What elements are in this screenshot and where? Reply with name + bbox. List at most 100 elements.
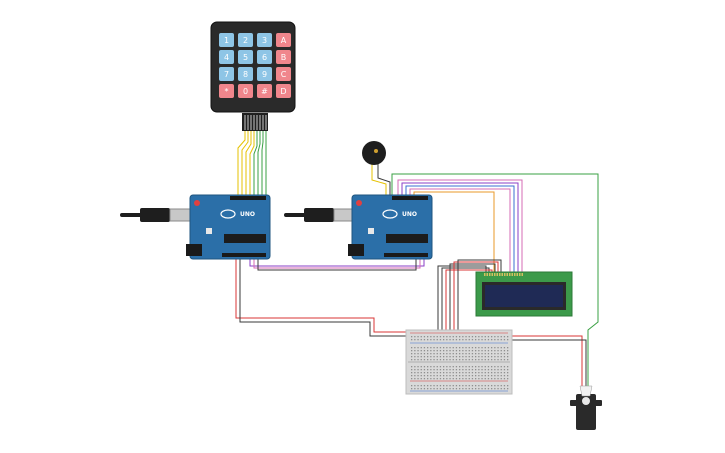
breadboard-hole xyxy=(427,385,429,387)
breadboard-hole xyxy=(478,353,480,355)
breadboard-hole xyxy=(503,359,506,361)
arduino-uno-left[interactable]: UNO xyxy=(186,194,271,260)
breadboard-hole xyxy=(491,366,493,368)
breadboard-hole xyxy=(452,388,454,390)
buzzer-body xyxy=(362,141,386,165)
breadboard-hole xyxy=(414,385,416,387)
breadboard-hole xyxy=(420,388,422,390)
breadboard-hole xyxy=(500,372,502,374)
keypad-key-7[interactable]: 7 xyxy=(219,67,234,81)
breadboard-hole xyxy=(439,375,442,377)
breadboard-hole xyxy=(455,378,458,380)
keypad-key-3[interactable]: 3 xyxy=(257,33,272,47)
breadboard-hole xyxy=(471,388,474,390)
breadboard-hole xyxy=(455,366,458,368)
arduino-left-header-bottom xyxy=(222,253,266,257)
breadboard-hole xyxy=(462,356,464,358)
breadboard-hole xyxy=(446,375,448,377)
left-power-wire xyxy=(235,258,410,333)
breadboard-hole xyxy=(452,347,454,349)
keypad-key-9[interactable]: 9 xyxy=(257,67,272,81)
keypad-key-1[interactable]: 1 xyxy=(219,33,234,47)
arduino-right-chip xyxy=(386,234,428,243)
micro-servo[interactable] xyxy=(570,385,602,430)
arduino-left-reset-button[interactable] xyxy=(194,200,200,206)
keypad-key-A[interactable]: A xyxy=(276,33,291,47)
keypad-key-D[interactable]: D xyxy=(276,84,291,98)
breadboard-hole xyxy=(487,369,490,371)
arduino-left-crystal xyxy=(206,228,212,234)
keypad-key-label: 8 xyxy=(243,70,248,79)
breadboard-hole xyxy=(436,366,438,368)
breadboard-hole xyxy=(452,359,454,361)
breadboard-hole xyxy=(449,369,451,371)
breadboard-hole xyxy=(443,339,445,341)
serial-wire-a xyxy=(249,258,425,267)
lcd-power-wires xyxy=(437,259,502,332)
breadboard-hole xyxy=(484,385,486,387)
breadboard-hole xyxy=(491,353,493,355)
breadboard-hole xyxy=(494,350,496,352)
arduino-left-chip xyxy=(224,234,266,243)
breadboard-hole xyxy=(423,372,426,374)
breadboard-hole xyxy=(420,378,422,380)
keypad-key-*[interactable]: * xyxy=(219,84,234,98)
breadboard-hole xyxy=(487,350,490,352)
breadboard-hole xyxy=(475,347,477,349)
servo-horn[interactable] xyxy=(579,385,593,397)
breadboard-hole xyxy=(478,369,480,371)
breadboard-hole xyxy=(423,375,426,377)
keypad-key-8[interactable]: 8 xyxy=(238,67,253,81)
breadboard-hole xyxy=(455,356,458,358)
breadboard-hole xyxy=(436,369,438,371)
breadboard-hole xyxy=(430,366,432,368)
arduino-right-reset-button[interactable] xyxy=(356,200,362,206)
breadboard-hole xyxy=(503,378,506,380)
breadboard-hole xyxy=(455,369,458,371)
breadboard-hole xyxy=(468,339,470,341)
breadboard-hole xyxy=(452,336,454,338)
keypad-key-B[interactable]: B xyxy=(276,50,291,64)
breadboard-hole xyxy=(443,369,445,371)
usb-cable-left xyxy=(120,208,193,222)
breadboard-hole xyxy=(449,366,451,368)
breadboard-hole xyxy=(446,378,448,380)
keypad-key-6[interactable]: 6 xyxy=(257,50,272,64)
breadboard-hole xyxy=(423,378,426,380)
breadboard-hole xyxy=(484,372,486,374)
breadboard-hole xyxy=(481,336,483,338)
keypad-key-#[interactable]: # xyxy=(257,84,272,98)
keypad-key-5[interactable]: 5 xyxy=(238,50,253,64)
breadboard[interactable] xyxy=(405,329,513,395)
lcd-16x2[interactable] xyxy=(475,271,573,317)
keypad-key-4[interactable]: 4 xyxy=(219,50,234,64)
breadboard-hole xyxy=(443,347,445,349)
breadboard-hole xyxy=(465,378,467,380)
breadboard-hole xyxy=(462,350,464,352)
breadboard-hole xyxy=(414,388,416,390)
breadboard-hole xyxy=(468,388,470,390)
piezo-buzzer[interactable] xyxy=(362,141,386,165)
breadboard-hole xyxy=(459,378,461,380)
keypad-key-face xyxy=(257,67,272,81)
keypad-key-2[interactable]: 2 xyxy=(238,33,253,47)
breadboard-hole xyxy=(423,347,426,349)
breadboard-hole xyxy=(455,375,458,377)
keypad-key-face xyxy=(238,67,253,81)
arduino-uno-right[interactable]: UNO xyxy=(348,194,433,260)
breadboard-hole xyxy=(468,366,470,368)
breadboard-hole xyxy=(475,359,477,361)
breadboard-hole xyxy=(497,336,499,338)
breadboard-hole xyxy=(433,378,435,380)
breadboard-hole xyxy=(468,356,470,358)
breadboard-hole xyxy=(478,350,480,352)
breadboard-hole xyxy=(443,385,445,387)
keypad-key-C[interactable]: C xyxy=(276,67,291,81)
breadboard-hole xyxy=(462,336,464,338)
breadboard-hole xyxy=(468,369,470,371)
breadboard-hole xyxy=(449,359,451,361)
breadboard-hole xyxy=(420,375,422,377)
keypad-key-0[interactable]: 0 xyxy=(238,84,253,98)
